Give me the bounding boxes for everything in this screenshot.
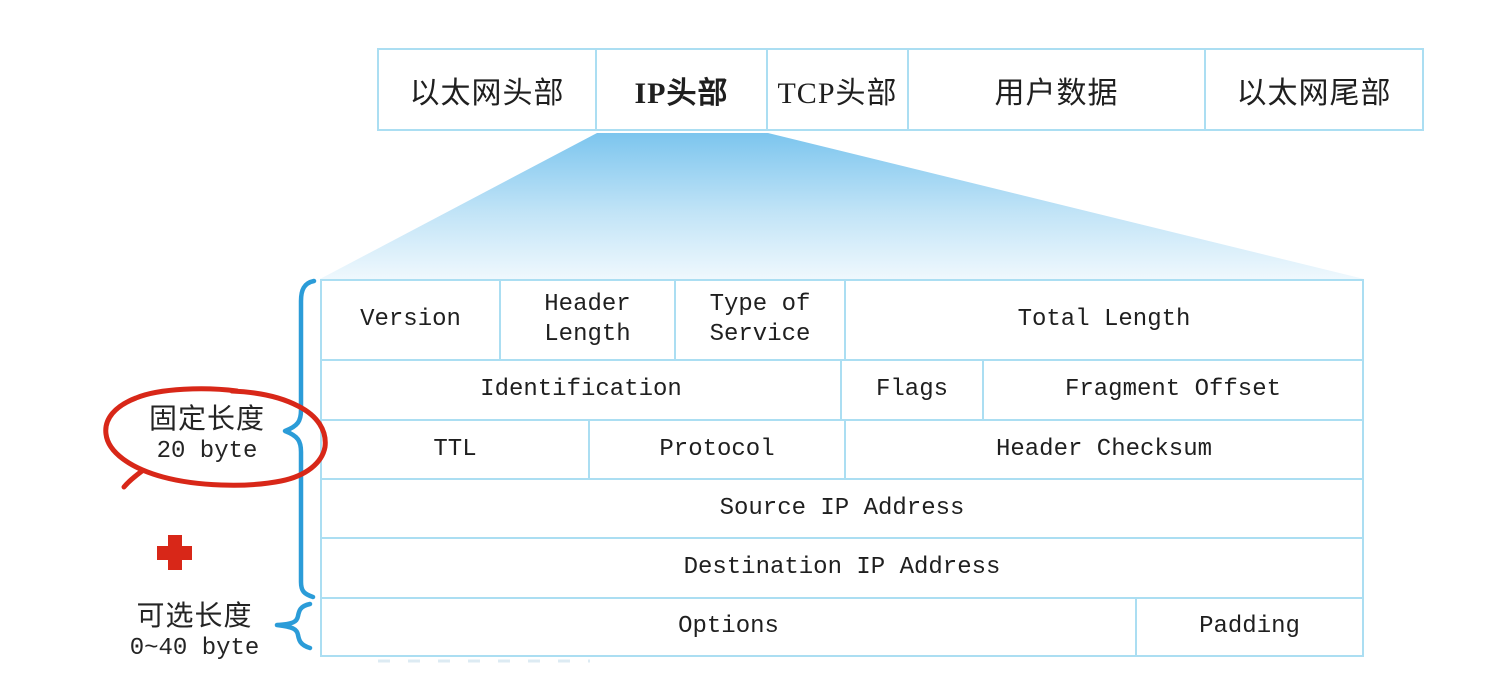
frame-cell-ip-header: IP头部 [597, 50, 768, 129]
frame-cell-label: IP头部 [634, 76, 729, 110]
field-flags: Flags [842, 361, 984, 419]
field-version: Version [322, 281, 501, 359]
ip-row-6: Options Padding [322, 599, 1362, 655]
frame-cell-ethernet-trailer: 以太网尾部 [1206, 50, 1422, 129]
frame-cell-label: 以太网尾部 [1236, 76, 1392, 110]
ip-row-1: Version Header Length Type of Service To… [322, 281, 1362, 361]
field-identification: Identification [322, 361, 842, 419]
red-plus-icon [157, 535, 192, 570]
field-padding: Padding [1199, 613, 1300, 640]
ip-row-3: TTL Protocol Header Checksum [322, 421, 1362, 480]
field-fragment-offset: Fragment Offset [1064, 376, 1282, 403]
ip-header-table: Version Header Length Type of Service To… [320, 279, 1364, 657]
field-header-checksum: Header Checksum [995, 435, 1213, 463]
field-protocol: Protocol [590, 421, 846, 478]
ip-row-4: Source IP Address [322, 480, 1362, 539]
ip-row-5: Destination IP Address [322, 539, 1362, 599]
ethernet-frame-table: 以太网头部 IP头部 TCP头部 用户数据 以太网尾部 [377, 48, 1424, 131]
frame-cell-tcp-header: TCP头部 [768, 50, 909, 129]
fixed-length-text: 固定长度 [148, 404, 265, 435]
optional-length-text: 可选长度 [136, 601, 253, 632]
frame-cell-label: 以太网头部 [409, 76, 565, 110]
funnel-trapezoid [320, 133, 1364, 279]
red-circle-tail-stroke [121, 468, 145, 490]
fixed-length-label: 固定长度 20 byte [108, 403, 306, 466]
field-type-of-service: Type of Service [676, 281, 846, 359]
frame-cell-ethernet-header: 以太网头部 [379, 50, 597, 129]
field-options: Options [322, 599, 1137, 655]
field-source-ip-address: Source IP Address [719, 494, 965, 522]
ip-row-2: Identification Flags Fragment Offset [322, 361, 1362, 421]
frame-cell-label: 用户数据 [994, 76, 1119, 110]
field-header-length: Header Length [501, 281, 676, 359]
optional-length-bytes: 0~40 byte [129, 635, 260, 663]
frame-cell-label: TCP头部 [777, 76, 898, 110]
fixed-length-bytes: 20 byte [156, 438, 258, 466]
field-destination-ip-address: Destination IP Address [683, 554, 1001, 581]
field-ttl: TTL [322, 421, 590, 478]
frame-cell-user-data: 用户数据 [909, 50, 1206, 129]
optional-length-label: 可选长度 0~40 byte [92, 600, 297, 663]
field-total-length: Total Length [1017, 306, 1191, 333]
